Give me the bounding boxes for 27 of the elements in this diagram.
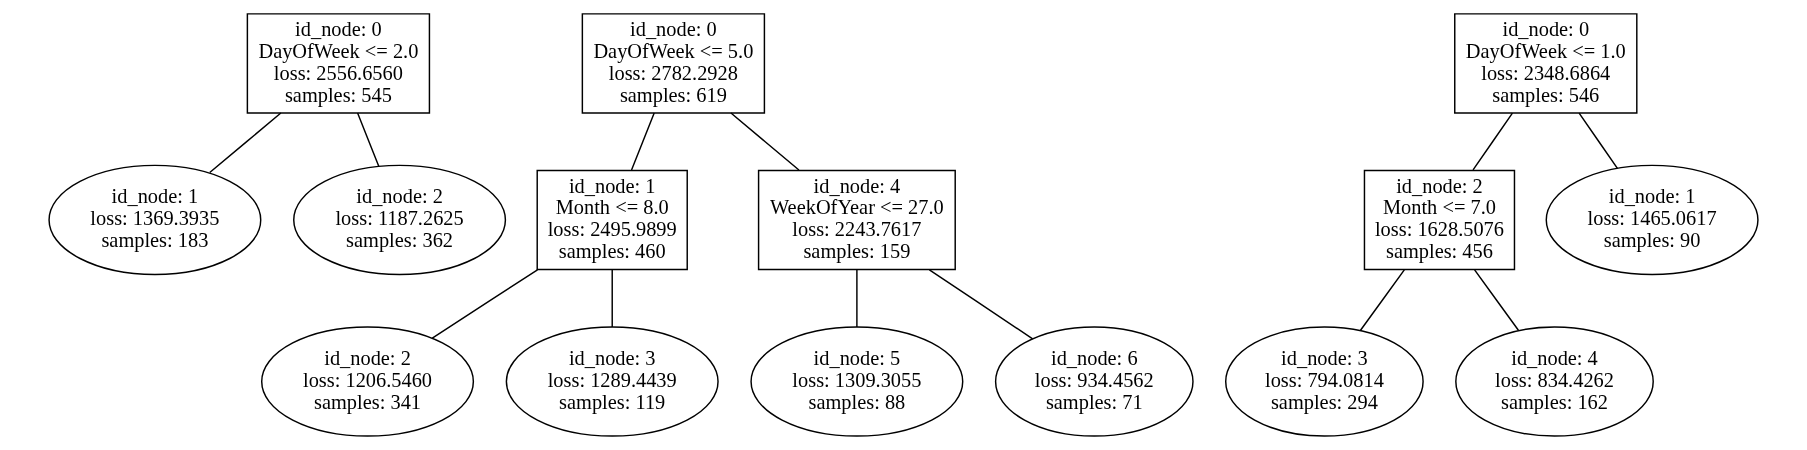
node-ellipse: id_node: 4 loss: 834.4262 samples: 162 — [1455, 326, 1654, 437]
node-ellipse: id_node: 1 loss: 1369.3935 samples: 183 — [48, 164, 262, 276]
connector — [611, 269, 613, 328]
connector — [1473, 269, 1520, 331]
node-box: id_node: 4 WeekOfYear <= 27.0 loss: 2243.7617 samples: 159 — [757, 169, 956, 271]
node-ellipse: id_node: 2 loss: 1187.2625 samples: 362 — [293, 164, 507, 276]
connector — [928, 269, 1034, 340]
connector — [1359, 269, 1406, 331]
node-ellipse: id_node: 5 loss: 1309.3055 samples: 88 — [750, 326, 964, 437]
connector — [431, 269, 539, 339]
connector — [856, 269, 858, 328]
node-ellipse: id_node: 3 loss: 1289.4439 samples: 119 — [505, 326, 719, 437]
node-box: id_node: 0 DayOfWeek <= 5.0 loss: 2782.2928 samples: 619 — [581, 13, 766, 114]
node-box: id_node: 0 DayOfWeek <= 1.0 loss: 2348.6864 samples: 546 — [1454, 13, 1638, 114]
connector — [356, 112, 380, 167]
node-ellipse: id_node: 1 loss: 1465.0617 samples: 90 — [1545, 164, 1759, 276]
node-box: id_node: 0 DayOfWeek <= 2.0 loss: 2556.6560 samples: 545 — [246, 13, 431, 114]
connector — [730, 112, 800, 171]
connector — [1578, 112, 1619, 170]
node-box: id_node: 2 Month <= 7.0 loss: 1628.5076 samples: 456 — [1363, 169, 1516, 271]
node-ellipse: id_node: 3 loss: 794.0814 samples: 294 — [1225, 326, 1424, 437]
node-ellipse: id_node: 6 loss: 934.4562 samples: 71 — [994, 326, 1194, 437]
node-ellipse: id_node: 2 loss: 1206.5460 samples: 341 — [260, 326, 475, 437]
connector — [209, 112, 282, 174]
connector — [630, 112, 655, 171]
connector — [1472, 112, 1514, 171]
node-box: id_node: 1 Month <= 8.0 loss: 2495.9899 samples: 460 — [536, 169, 688, 271]
